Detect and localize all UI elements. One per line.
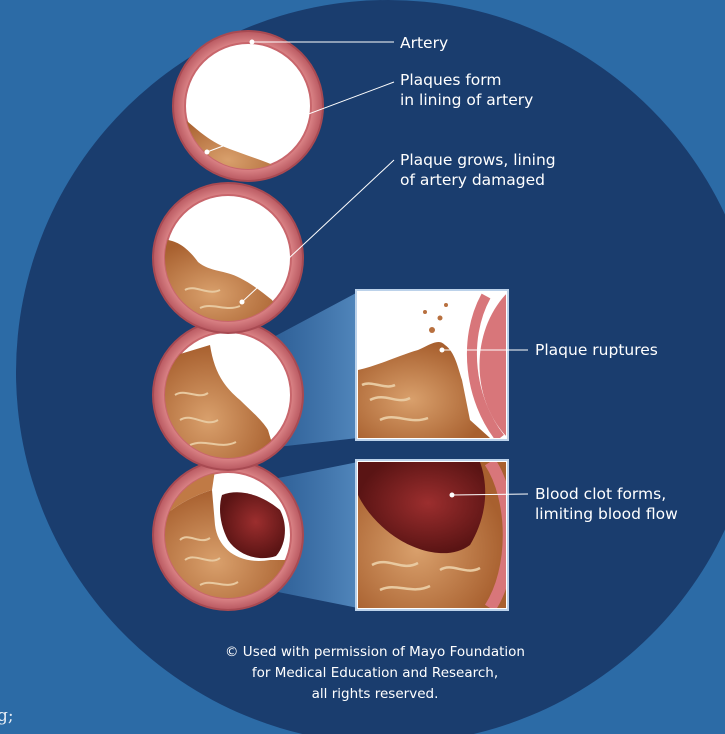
pointer-dot-plaques xyxy=(205,150,210,155)
pointer-dot-grows xyxy=(240,300,245,305)
label-blood-clot: Blood clot forms, limiting blood flow xyxy=(535,484,678,524)
artery-cross-section-2 xyxy=(153,183,303,333)
label-artery: Artery xyxy=(400,33,448,53)
stray-text: g; xyxy=(0,706,14,726)
pointer-dot-ruptures xyxy=(440,348,445,353)
copyright-credit: © Used with permission of Mayo Foundatio… xyxy=(150,642,600,705)
blood-clot-inset xyxy=(356,460,509,610)
label-plaques-form: Plaques form in lining of artery xyxy=(400,70,533,110)
artery-cross-section-3 xyxy=(153,320,303,470)
pointer-dot-clot xyxy=(450,493,455,498)
label-plaque-ruptures: Plaque ruptures xyxy=(535,340,658,360)
plaque-rupture-inset xyxy=(356,290,508,440)
artery-cross-section-4 xyxy=(153,460,303,610)
label-plaque-grows: Plaque grows, lining of artery damaged xyxy=(400,150,556,190)
pointer-dot-artery xyxy=(250,40,255,45)
